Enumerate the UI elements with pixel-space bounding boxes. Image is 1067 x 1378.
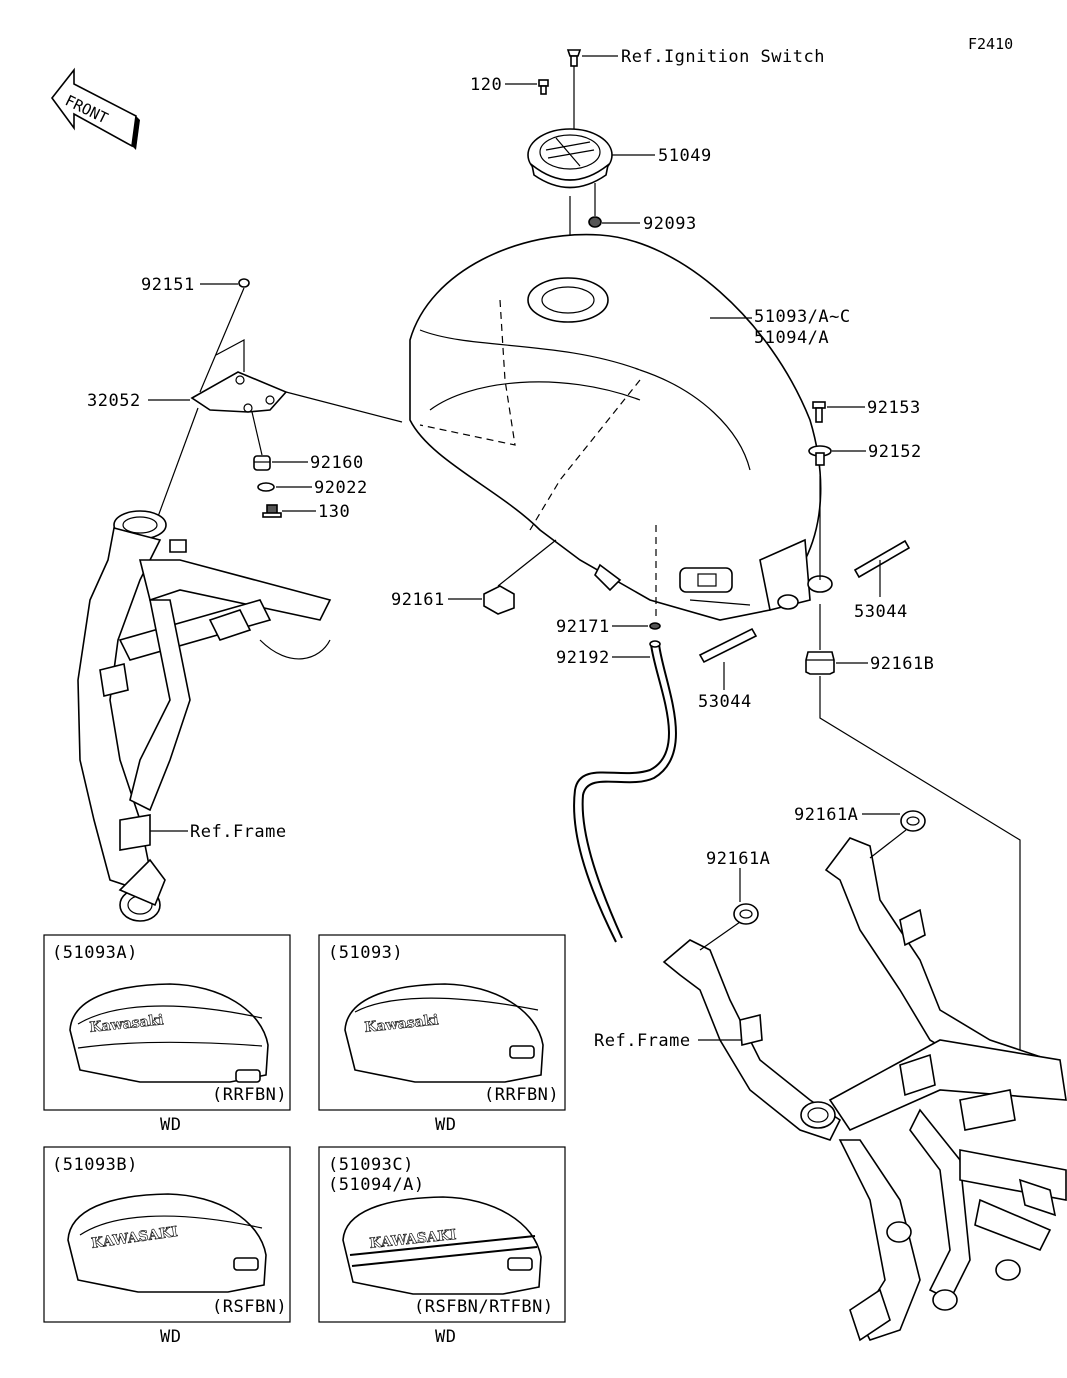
bracket-32052 <box>190 338 288 413</box>
label-92160: 92160 <box>310 453 364 473</box>
front-arrow-icon: FRONT <box>50 67 140 150</box>
bolt-130 <box>262 504 282 518</box>
label-92022: 92022 <box>314 478 368 498</box>
frame-left <box>77 510 332 922</box>
label-92161a-upper: 92161A <box>794 805 858 825</box>
label-92152: 92152 <box>868 442 922 462</box>
pad-53044-a <box>698 627 758 664</box>
label-92093: 92093 <box>643 214 697 234</box>
label-92171: 92171 <box>556 617 610 637</box>
label-51049: 51049 <box>658 146 712 166</box>
grommet-92160 <box>253 455 271 471</box>
label-32052: 32052 <box>87 391 141 411</box>
variant-code-1: (51093C) <box>328 1155 414 1175</box>
grommet-92161b <box>805 651 835 675</box>
variant-caption: WD <box>435 1115 456 1135</box>
collar-92152 <box>808 445 832 466</box>
pad-53044-b <box>853 539 911 579</box>
label-ignition-switch: Ref.Ignition Switch <box>621 47 825 67</box>
grommet-92161a-lower <box>733 903 759 925</box>
variant-color: (RSFBN) <box>212 1297 287 1317</box>
label-120: 120 <box>470 75 502 95</box>
label-130: 130 <box>318 502 350 522</box>
variant-code: (51093B) <box>52 1155 138 1175</box>
variant-code: (51093A) <box>52 943 138 963</box>
variant-caption: WD <box>435 1327 456 1347</box>
label-ref-frame-left: Ref.Frame <box>190 822 287 842</box>
variant-box-51093: (51093) Kawasaki (RRFBN) <box>318 934 566 1111</box>
label-92151: 92151 <box>141 275 195 295</box>
label-92192: 92192 <box>556 648 610 668</box>
variant-box-51093a: (51093A) Kawasaki (RRFBN) <box>43 934 291 1111</box>
variant-caption: WD <box>160 1115 181 1135</box>
washer-92022 <box>257 482 275 492</box>
label-tank-51094: 51094/A <box>754 328 829 348</box>
pad-92161 <box>483 585 515 615</box>
label-tank-51093: 51093/A~C <box>754 307 851 327</box>
label-53044-b: 53044 <box>854 602 908 622</box>
variant-box-51093b: (51093B) KAWASAKI (RSFBN) <box>43 1146 291 1323</box>
figure-code: F2410 <box>968 35 1013 53</box>
ignition-bolt <box>566 49 582 67</box>
screw-120 <box>538 79 549 95</box>
variant-color: (RRFBN) <box>484 1085 559 1105</box>
frame-right <box>662 837 1067 1342</box>
grommet-92161a-upper <box>900 810 926 832</box>
filler-cap-51049 <box>527 128 613 189</box>
variant-color: (RRFBN) <box>212 1085 287 1105</box>
variant-code-2: (51094/A) <box>328 1175 425 1195</box>
bolt-92153 <box>812 401 826 423</box>
label-92153: 92153 <box>867 398 921 418</box>
variant-color: (RSFBN/RTFBN) <box>414 1297 554 1317</box>
label-92161b: 92161B <box>870 654 934 674</box>
label-53044-a: 53044 <box>698 692 752 712</box>
clip-92171 <box>649 622 661 630</box>
hose-92192 <box>573 640 677 943</box>
variant-box-51093c: (51093C) (51094/A) KAWASAKI (RSFBN/RTFBN… <box>318 1146 566 1323</box>
fuel-tank <box>409 233 833 621</box>
label-ref-frame-right: Ref.Frame <box>594 1031 691 1051</box>
label-92161a-lower: 92161A <box>706 849 770 869</box>
variant-caption: WD <box>160 1327 181 1347</box>
variant-code: (51093) <box>328 943 403 963</box>
seal-92093 <box>588 216 602 228</box>
bolt-92151 <box>238 278 250 288</box>
label-92161: 92161 <box>391 590 445 610</box>
